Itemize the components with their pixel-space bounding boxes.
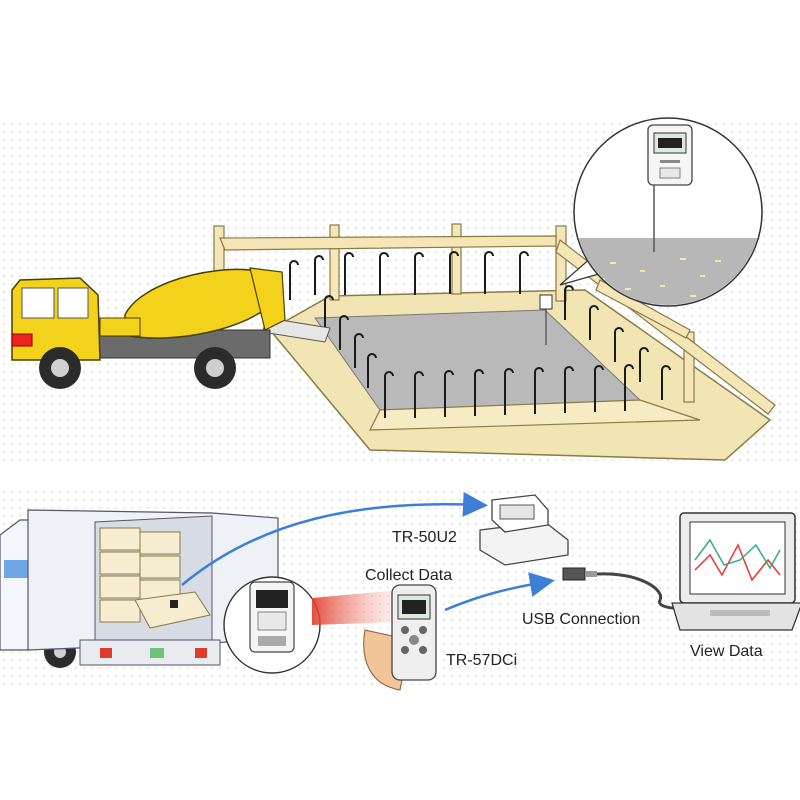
laptop-icon (671, 512, 800, 631)
label-tr50u2: TR-50U2 (392, 529, 457, 546)
delivery-truck-icon (0, 509, 279, 668)
label-usb-connection: USB Connection (522, 611, 640, 628)
handheld-device-icon (363, 584, 437, 691)
mixer-truck-icon (11, 267, 331, 389)
data-logger-icon (647, 124, 693, 252)
logger-on-form (539, 294, 553, 310)
ir-beam (312, 590, 400, 625)
label-tr57dci: TR-57DCi (446, 652, 517, 669)
label-collect-data: Collect Data (365, 567, 452, 584)
label-view-data: View Data (690, 643, 763, 660)
concrete-formwork (213, 223, 776, 461)
base-station-icon (479, 494, 569, 566)
arrow-to-station (181, 491, 488, 586)
logger-closeup (223, 576, 321, 674)
arrow-to-usb (444, 572, 555, 612)
